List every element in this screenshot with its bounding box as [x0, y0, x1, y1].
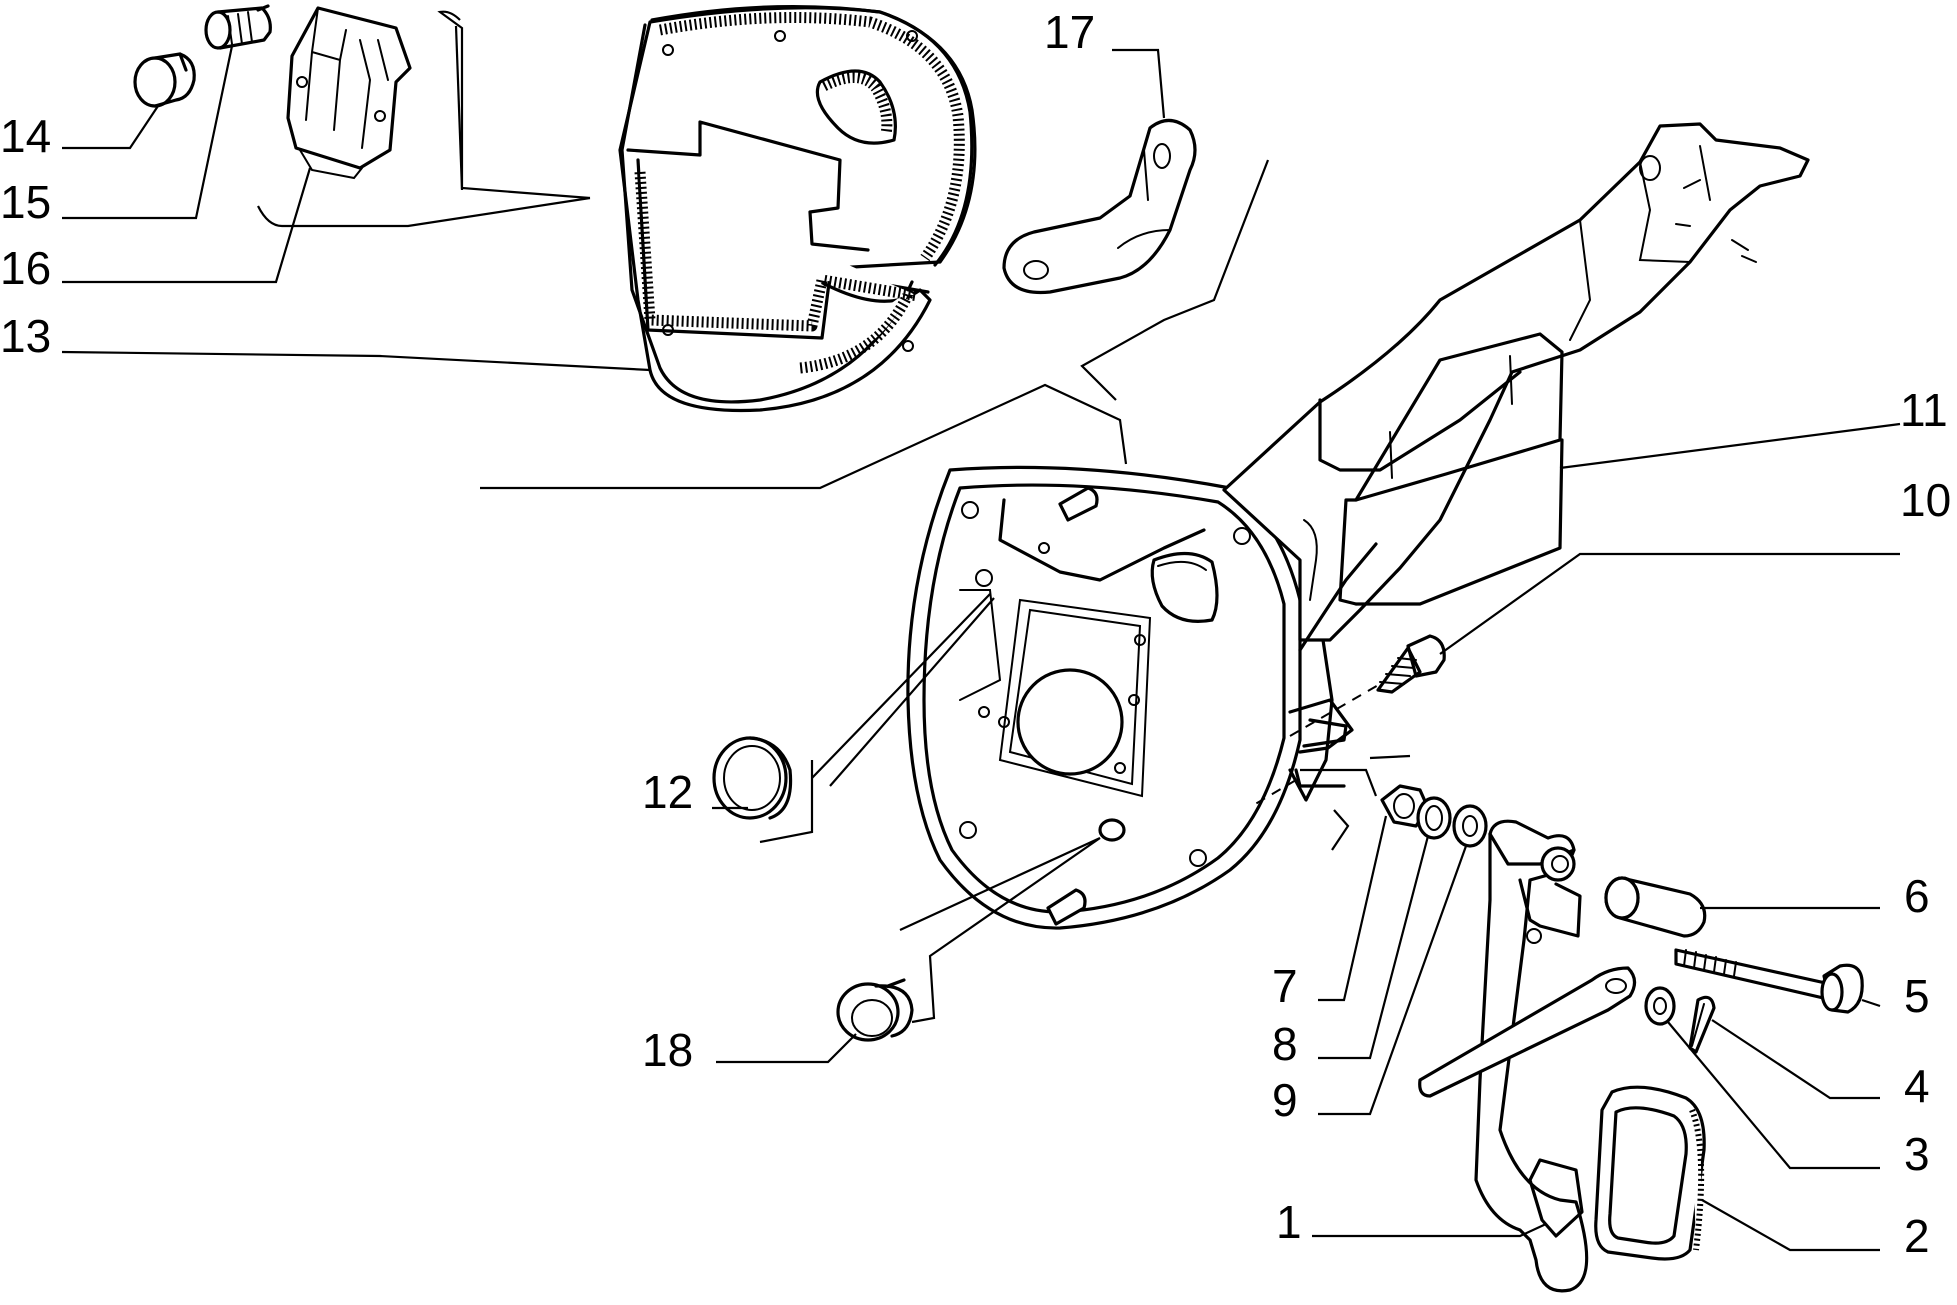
part-17-link: [1002, 118, 1197, 295]
callout-2: 2: [1904, 1210, 1930, 1262]
callout-6: 6: [1904, 870, 1930, 922]
callout-16: 16: [0, 242, 51, 294]
part-18-plug: [836, 978, 914, 1042]
assembly-lines: [257, 10, 1411, 1024]
part-11-support-beam: [1222, 122, 1810, 748]
leader-3: [1667, 1021, 1880, 1170]
callout-3: 3: [1904, 1128, 1930, 1180]
leader-14: [62, 105, 159, 150]
callout-5: 5: [1904, 970, 1930, 1022]
part-9-washer: [1452, 804, 1488, 848]
leader-5: [1861, 998, 1881, 1008]
part-5-bolt: [1674, 948, 1864, 1014]
part-1-clutch-pedal: [1474, 819, 1589, 1293]
callout-11: 11: [1900, 384, 1948, 436]
part-8-spring-washer: [1416, 796, 1452, 840]
callout-1: 1: [1276, 1196, 1302, 1248]
push-rod: [1418, 966, 1637, 1098]
leader-17: [1112, 48, 1166, 119]
callout-12: 12: [642, 766, 693, 818]
callout-9: 9: [1272, 1074, 1298, 1126]
part-10-bolt: [1376, 634, 1446, 694]
part-14-cap: [133, 52, 196, 108]
leader-2: [1701, 1199, 1880, 1252]
leader-16: [62, 167, 312, 284]
callout-15: 15: [0, 176, 51, 228]
callout-leaders: [61, 45, 1901, 1252]
callout-4: 4: [1904, 1060, 1930, 1112]
leader-10: [1439, 552, 1900, 655]
callout-7: 7: [1272, 960, 1298, 1012]
callout-10: 10: [1900, 474, 1951, 526]
leader-7: [1318, 815, 1388, 1002]
leader-13: [61, 350, 651, 372]
part-16-bracket: [286, 6, 412, 180]
callout-labels: 14 15 16 13 17 11 10 12 18 7 8 9 6 5 4 3…: [0, 6, 1951, 1262]
part-4-split-pin: [1688, 995, 1716, 1054]
callout-18: 18: [642, 1024, 693, 1076]
leader-8: [1318, 835, 1430, 1060]
leader-18: [716, 1033, 857, 1064]
part-2-pedal-pad: [1594, 1085, 1706, 1261]
leader-9: [1318, 845, 1468, 1116]
part-6-bushing: [1604, 876, 1707, 938]
part-12-grommet: [712, 736, 793, 820]
part-13-gasket-plate: [618, 4, 977, 413]
part-15-splined-pin: [204, 4, 272, 50]
callout-13: 13: [0, 310, 51, 362]
callout-14: 14: [0, 110, 51, 162]
callout-17: 17: [1044, 6, 1095, 58]
leader-11: [1559, 422, 1901, 470]
leader-15: [62, 45, 234, 220]
leader-1: [1312, 1223, 1547, 1238]
leader-4: [1711, 1019, 1880, 1100]
callout-8: 8: [1272, 1018, 1298, 1070]
part-3-washer: [1644, 986, 1676, 1026]
